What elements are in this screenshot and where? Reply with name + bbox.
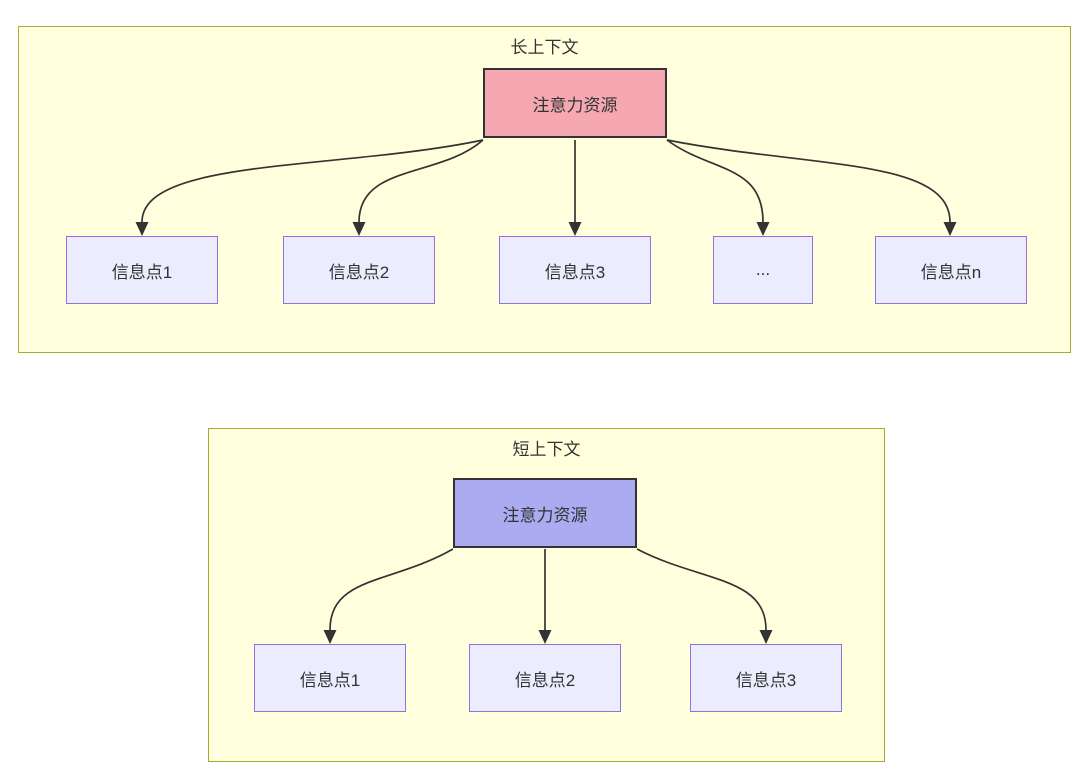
- attention-resource-short-node: 注意力资源: [453, 478, 637, 548]
- info-point-long-ellipsis: ...: [713, 236, 813, 304]
- info-point-long-2: 信息点2: [283, 236, 435, 304]
- info-point-long-1: 信息点1: [66, 236, 218, 304]
- attention-resource-long-node: 注意力资源: [483, 68, 667, 138]
- info-point-short-2: 信息点2: [469, 644, 621, 712]
- info-point-long-3: 信息点3: [499, 236, 651, 304]
- info-point-long-n: 信息点n: [875, 236, 1027, 304]
- short-context-title: 短上下文: [512, 440, 581, 459]
- info-point-short-1: 信息点1: [254, 644, 406, 712]
- long-context-title: 长上下文: [510, 38, 579, 57]
- info-point-short-3: 信息点3: [690, 644, 842, 712]
